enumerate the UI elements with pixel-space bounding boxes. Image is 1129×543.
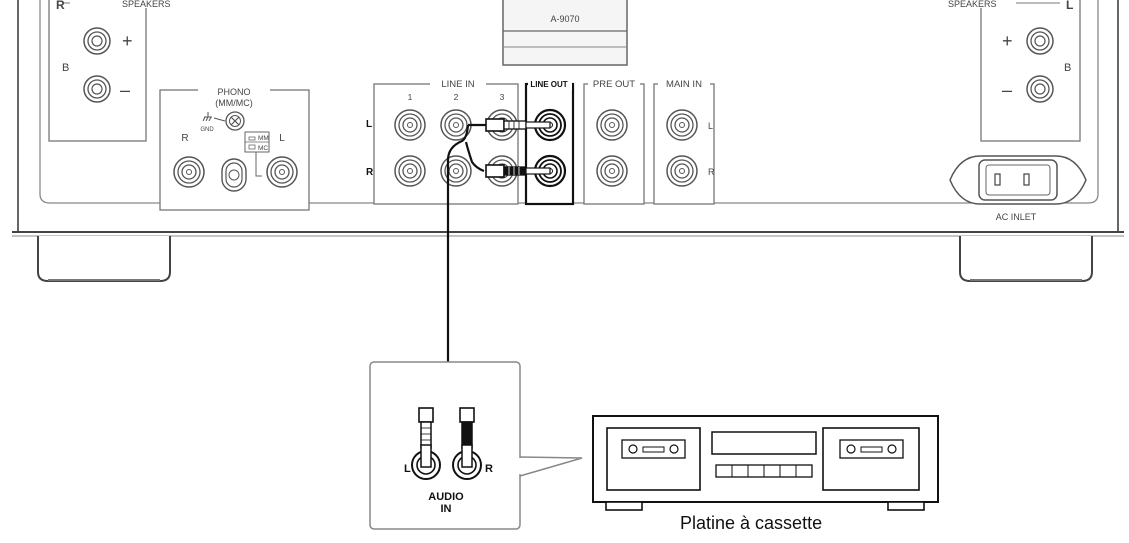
- main-in-r-label: R: [708, 167, 715, 177]
- audio-in-title: AUDIO: [428, 491, 464, 503]
- line-in-title: LINE IN: [441, 79, 474, 90]
- speakers-left-channel-letter: R: [56, 0, 65, 12]
- speaker-terminal-b-plus-left[interactable]: [83, 27, 111, 55]
- line-in-l-row-label: L: [366, 119, 372, 130]
- audio-in-l-jack[interactable]: [411, 444, 441, 480]
- main-in-section: MAIN IN L R: [653, 78, 715, 205]
- rca-cable: [424, 118, 551, 409]
- mm-label: MM: [258, 135, 269, 142]
- main-in-l-label: L: [708, 121, 713, 131]
- model-label: A-9070: [550, 14, 579, 24]
- speaker-set-label-left: B: [62, 62, 69, 74]
- mm-mc-switch[interactable]: MM MC: [244, 131, 270, 153]
- line-in-3-label: 3: [500, 92, 505, 102]
- pre-out-title: PRE OUT: [593, 79, 635, 90]
- phono-r-label: R: [181, 133, 188, 144]
- cassette-door-left: [606, 427, 701, 491]
- cassette-display: [711, 431, 817, 455]
- speakers-left-terminals: R SPEAKERS + – B: [48, 0, 172, 142]
- ac-inlet-label: AC INLET: [996, 212, 1037, 222]
- minus-sign-right: –: [1002, 80, 1012, 100]
- speakers-right-terminals: SPEAKERS L + – B: [948, 0, 1081, 142]
- line-in-2-r-jack[interactable]: [440, 155, 472, 187]
- speakers-left-title: SPEAKERS: [122, 0, 171, 9]
- phono-r-jack[interactable]: [173, 156, 205, 188]
- device-caption: Platine à cassette: [680, 513, 823, 533]
- main-in-title: MAIN IN: [666, 79, 702, 90]
- ac-pin-icon: [1023, 173, 1030, 186]
- model-panel: A-9070: [502, 0, 628, 66]
- ground-screw-icon[interactable]: [225, 111, 245, 131]
- speakers-right-title: SPEAKERS: [948, 0, 997, 9]
- line-in-1-l-jack[interactable]: [394, 109, 426, 141]
- pre-out-r-jack[interactable]: [596, 155, 628, 187]
- speakers-right-channel-letter: L: [1066, 0, 1073, 12]
- speaker-terminal-b-minus-left[interactable]: [83, 75, 111, 103]
- main-in-r-jack[interactable]: [666, 155, 698, 187]
- mc-label: MC: [258, 145, 268, 152]
- phono-subtitle: (MM/MC): [215, 98, 253, 108]
- rca-plug-black-top: [485, 164, 551, 178]
- line-out-section: LINE OUT: [524, 78, 575, 206]
- phono-title: PHONO: [217, 87, 250, 97]
- speaker-terminal-b-minus-right[interactable]: [1026, 75, 1054, 103]
- line-in-1-label: 1: [408, 92, 413, 102]
- rca-plug-white-top: [468, 118, 551, 132]
- audio-in-r-jack[interactable]: [452, 444, 482, 480]
- phono-l-jack[interactable]: [266, 156, 298, 188]
- main-in-l-jack[interactable]: [666, 109, 698, 141]
- line-out-title: LINE OUT: [530, 80, 567, 89]
- line-in-section: LINE IN 1 2 3 L R: [366, 78, 519, 205]
- ground-symbol-icon: [202, 112, 226, 122]
- speaker-set-label-right: B: [1064, 62, 1071, 74]
- audio-in-r-label: R: [485, 463, 493, 475]
- line-in-1-r-jack[interactable]: [394, 155, 426, 187]
- phono-l-label: L: [279, 133, 285, 144]
- plus-sign-right: +: [1002, 31, 1013, 51]
- gnd-label: GND: [200, 127, 214, 133]
- right-foot: [959, 236, 1093, 282]
- mm-mc-toggle[interactable]: [221, 158, 247, 192]
- minus-sign-left: –: [120, 80, 130, 100]
- left-foot: [37, 236, 171, 282]
- cassette-door-right: [822, 427, 920, 491]
- audio-in-zoom-panel: L R AUDIO IN: [369, 361, 583, 530]
- pre-out-section: PRE OUT: [583, 78, 645, 205]
- plus-sign-left: +: [122, 31, 133, 51]
- speaker-terminal-b-plus-right[interactable]: [1026, 27, 1054, 55]
- pre-out-l-jack[interactable]: [596, 109, 628, 141]
- phono-section: PHONO (MM/MC) GND MM MC R L: [159, 86, 310, 211]
- ac-inlet: AC INLET: [949, 155, 1087, 222]
- audio-in-r-plug: [459, 407, 475, 449]
- cassette-deck: [592, 415, 939, 511]
- audio-in-l-label: L: [404, 463, 411, 475]
- line-in-r-row-label: R: [366, 167, 374, 178]
- ac-pin-icon: [994, 173, 1001, 186]
- audio-in-l-plug: [418, 407, 434, 449]
- audio-in-subtitle: IN: [441, 503, 452, 515]
- line-in-2-label: 2: [454, 92, 459, 102]
